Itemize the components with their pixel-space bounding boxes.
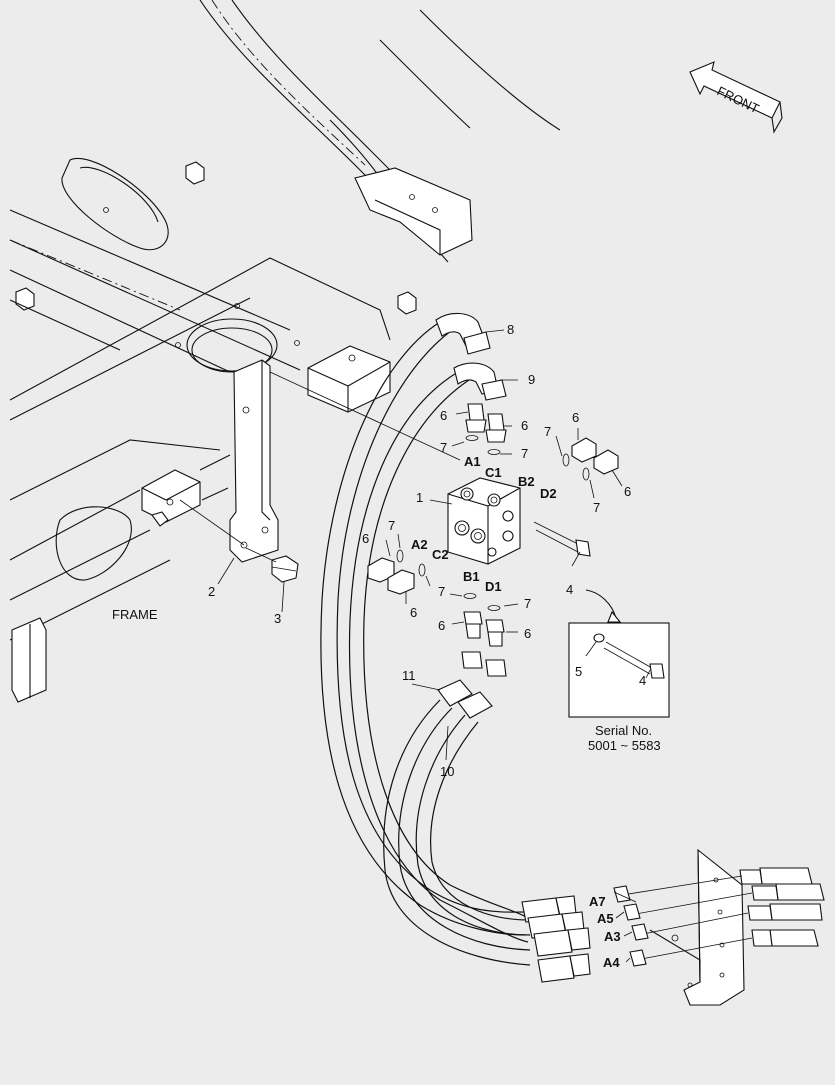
hose-elbow-item-8 [435, 312, 491, 355]
callout-7: 7 [388, 518, 395, 533]
leader-lines [217, 329, 651, 963]
port-labels: A1 C1 B2 D2 A2 C2 B1 D1 A7 A5 A3 A4 [411, 454, 621, 970]
callout-7: 7 [524, 596, 531, 611]
hose-bundle [320, 321, 531, 966]
port-label-a4: A4 [603, 955, 620, 970]
callout-6: 6 [521, 418, 528, 433]
callout-6: 6 [362, 531, 369, 546]
callout-7: 7 [593, 500, 600, 515]
frame-label: FRAME [112, 607, 158, 622]
front-arrow: FRONT [689, 61, 783, 134]
port-label-d2: D2 [540, 486, 557, 501]
callout-4: 4 [566, 582, 573, 597]
serial-line2: 5001 ~ 5583 [588, 738, 661, 753]
mounting-bracket [179, 359, 461, 563]
port-label-a7: A7 [589, 894, 606, 909]
callout-6: 6 [572, 410, 579, 425]
port-label-d1: D1 [485, 579, 502, 594]
bolt-item-4 [533, 521, 622, 623]
callout-3: 3 [274, 611, 281, 626]
callout-8: 8 [507, 322, 514, 337]
callout-7: 7 [438, 584, 445, 599]
serial-inset [568, 622, 670, 718]
callout-10: 10 [440, 764, 454, 779]
callout-6: 6 [438, 618, 445, 633]
callout-labels: 8 9 6 6 7 7 6 7 6 7 1 6 7 6 7 7 6 6 4 4 … [208, 322, 646, 779]
callout-4: 4 [639, 673, 646, 688]
port-label-b2: B2 [518, 474, 535, 489]
port-label-a2: A2 [411, 537, 428, 552]
serial-line1: Serial No. [595, 723, 652, 738]
callout-7: 7 [544, 424, 551, 439]
callout-1: 1 [416, 490, 423, 505]
frame-structure [9, 0, 561, 703]
port-label-a5: A5 [597, 911, 614, 926]
callout-7: 7 [440, 440, 447, 455]
port-label-b1: B1 [463, 569, 480, 584]
hose-elbow-item-9 [453, 362, 507, 401]
port-label-a3: A3 [604, 929, 621, 944]
fittings [367, 403, 619, 719]
port-label-c1: C1 [485, 465, 502, 480]
callout-6: 6 [624, 484, 631, 499]
valve-block [447, 477, 521, 565]
callout-9: 9 [528, 372, 535, 387]
callout-6: 6 [440, 408, 447, 423]
bolt-item-3 [245, 547, 299, 583]
bulkhead-bracket [613, 848, 825, 1006]
callout-5: 5 [575, 664, 582, 679]
callout-6: 6 [410, 605, 417, 620]
callout-6: 6 [524, 626, 531, 641]
callout-2: 2 [208, 584, 215, 599]
hose-end-fittings [521, 895, 591, 983]
port-label-a1: A1 [464, 454, 481, 469]
callout-7: 7 [521, 446, 528, 461]
callout-11: 11 [402, 668, 416, 683]
port-label-c2: C2 [432, 547, 449, 562]
